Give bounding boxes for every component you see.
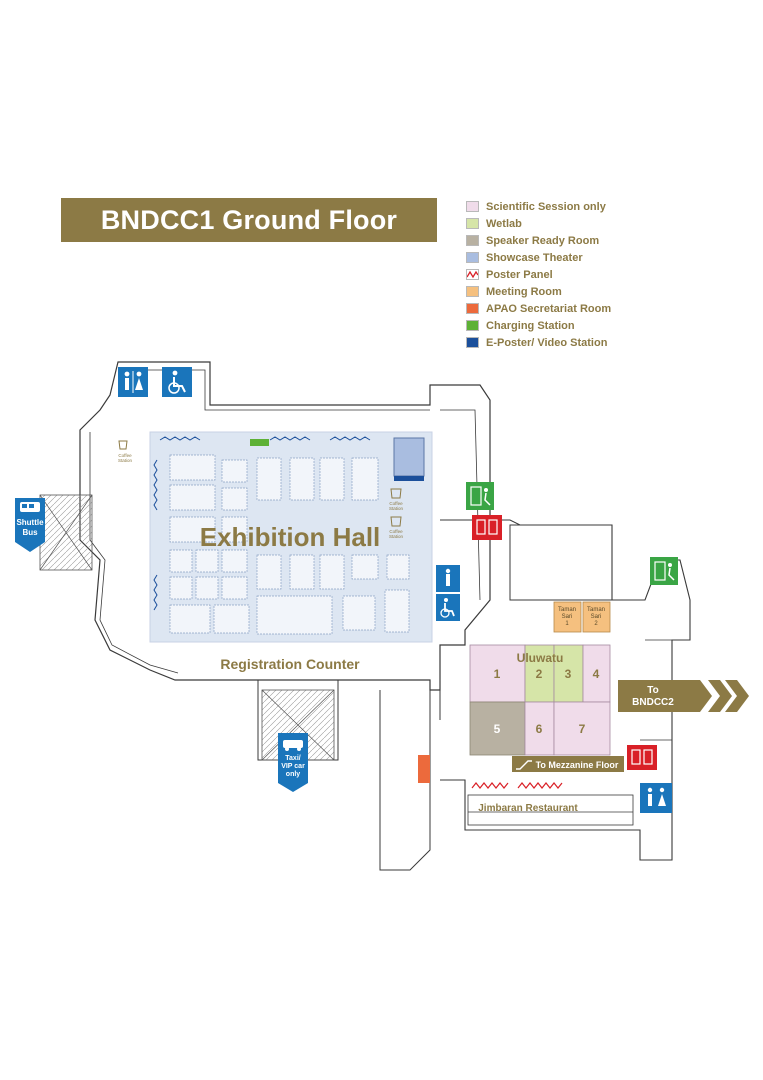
taman-sari-2-line2: Sari	[591, 614, 602, 620]
legend-label: APAO Secretariat Room	[486, 302, 612, 315]
entrance-hatching	[39, 494, 335, 761]
bus-icon	[20, 502, 40, 512]
taman-sari-2-line1: Taman	[587, 607, 605, 613]
room-label-5: 5	[494, 722, 501, 736]
legend-label: Showcase Theater	[486, 251, 583, 264]
legend-item-wetlab: Wetlab	[466, 215, 756, 232]
legend-item-apao-secretariat: APAO Secretariat Room	[466, 300, 756, 317]
coffee-station-b-line2: Station	[389, 506, 404, 511]
legend-item-eposter-video: E-Poster/ Video Station	[466, 334, 756, 351]
coffee-station-b-line1: Coffee	[389, 501, 403, 506]
jimbaran-restaurant-label: Jimbaran Restaurant	[478, 803, 578, 814]
room-label-7: 7	[579, 722, 586, 736]
poster-panel-markers	[153, 436, 371, 611]
legend-swatch	[466, 235, 479, 246]
legend-label: Scientific Session only	[486, 200, 606, 213]
exhibition-hall-label: Exhibition Hall	[200, 522, 381, 552]
elevator-icon-a	[472, 515, 502, 540]
shuttle-bus-line2: Bus	[22, 528, 38, 537]
room-label-4: 4	[593, 667, 600, 681]
taxi-line1: Taxi/	[285, 755, 300, 762]
legend-item-charging-station: Charging Station	[466, 317, 756, 334]
legend-swatch	[466, 201, 479, 212]
showcase-theater-room	[393, 437, 425, 477]
apao-secretariat-room	[418, 755, 430, 783]
taman-sari-2-room	[582, 601, 611, 633]
legend-item-poster-panel: Poster Panel	[466, 266, 756, 283]
exhibition-booths	[169, 454, 410, 635]
coffee-icon-a	[118, 440, 128, 450]
emergency-exit-icon-b	[650, 557, 678, 585]
room-label-2: 2	[536, 667, 543, 681]
legend: Scientific Session only Wetlab Speaker R…	[466, 198, 756, 351]
legend-swatch	[466, 218, 479, 229]
to-mezzanine-tag[interactable]	[512, 756, 624, 772]
legend-label: Poster Panel	[486, 268, 553, 281]
taman-sari-1-line1: Taman	[558, 607, 576, 613]
coffee-icon-c	[390, 516, 402, 527]
legend-item-showcase-theater: Showcase Theater	[466, 249, 756, 266]
to-bndcc2-line2: BNDCC2	[632, 697, 674, 708]
legend-swatch	[466, 286, 479, 297]
jimbaran-restaurant-area	[467, 794, 634, 826]
to-mezzanine-label: To Mezzanine Floor	[536, 760, 619, 770]
taxi-line3: only	[286, 771, 300, 778]
room-label-1: 1	[494, 667, 501, 681]
wheelchair-icon-top	[162, 367, 192, 397]
taman-sari-2-line3: 2	[594, 621, 598, 627]
restroom-icon-bottom-right	[640, 783, 672, 813]
shuttle-bus-line1: Shuttle	[16, 518, 44, 527]
legend-item-scientific-session: Scientific Session only	[466, 198, 756, 215]
taman-sari-1-line3: 1	[565, 621, 569, 627]
coffee-icon-b	[390, 488, 402, 499]
legend-item-meeting-room: Meeting Room	[466, 283, 756, 300]
registration-counter-label: Registration Counter	[220, 656, 360, 672]
to-bndcc2-line1: To	[647, 685, 658, 696]
escalator-icon	[516, 760, 532, 770]
to-bndcc2-arrow[interactable]	[618, 680, 749, 712]
taxi-line2: VIP car	[281, 763, 305, 770]
taman-sari-1-line2: Sari	[562, 614, 573, 620]
legend-label: Speaker Ready Room	[486, 234, 600, 247]
coffee-station-a-line1: Coffee	[118, 453, 132, 458]
zigzag-icon	[466, 269, 479, 280]
charging-station-marker	[250, 439, 269, 446]
floor-title: BNDCC1 Ground Floor	[61, 198, 437, 242]
poster-panels-restaurant	[471, 782, 563, 789]
elevator-icon-b	[627, 745, 657, 770]
taxi-icon	[283, 740, 303, 751]
restroom-icon-top	[118, 367, 148, 397]
legend-label: E-Poster/ Video Station	[486, 336, 608, 349]
legend-swatch	[466, 320, 479, 331]
room-label-3: 3	[565, 667, 572, 681]
legend-label: Wetlab	[486, 217, 522, 230]
legend-swatch	[466, 337, 479, 348]
coffee-station-c-line1: Coffee	[389, 529, 403, 534]
room-label-6: 6	[536, 722, 543, 736]
coffee-station-a-line2: Station	[118, 458, 133, 463]
uluwatu-rooms	[469, 644, 611, 756]
legend-swatch	[466, 303, 479, 314]
legend-label: Charging Station	[486, 319, 575, 332]
uluwatu-label: Uluwatu	[517, 651, 564, 665]
emergency-exit-icon-a	[466, 482, 494, 510]
legend-label: Meeting Room	[486, 285, 562, 298]
taman-sari-1-room	[553, 601, 582, 633]
legend-swatch	[466, 252, 479, 263]
restroom-icon-hall-right	[436, 565, 460, 592]
coffee-station-c-line2: Station	[389, 534, 404, 539]
eposter-station	[394, 476, 424, 481]
legend-item-speaker-ready-room: Speaker Ready Room	[466, 232, 756, 249]
wheelchair-icon-hall-right	[436, 594, 460, 621]
